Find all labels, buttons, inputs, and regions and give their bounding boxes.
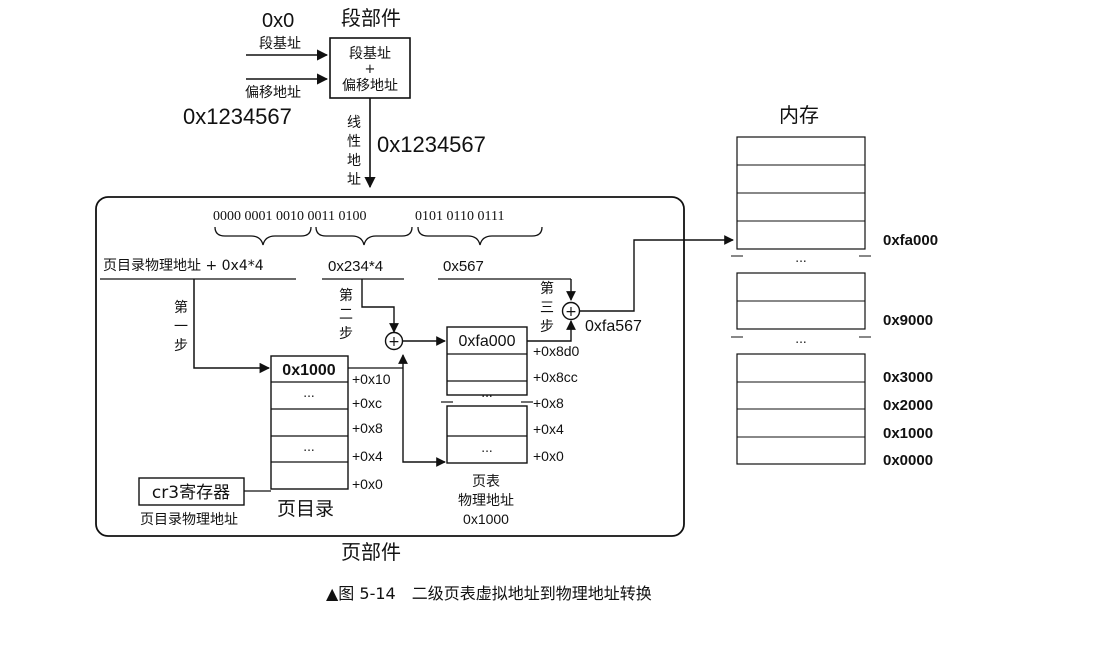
step3-char-1: 第 <box>540 280 554 297</box>
step1-char-3: 步 <box>174 338 188 354</box>
pde-calc-label: 页目录物理地址 + 0x4*4 <box>103 258 264 274</box>
memory-label-0x9000: 0x9000 <box>883 312 933 329</box>
step3-adder-icon <box>561 301 581 321</box>
pd-offset-0x8: +0x8 <box>352 420 383 436</box>
page-unit-frame <box>95 196 685 537</box>
segment-unit-title: 段部件 <box>341 6 401 30</box>
pd-offset-0x4: +0x4 <box>352 448 383 464</box>
pt-offset-0x4: +0x4 <box>533 421 564 437</box>
memory-label-0x0000: 0x0000 <box>883 452 933 469</box>
page-directory-title: 页目录 <box>277 498 334 520</box>
segment-box-line3: 偏移地址 <box>342 78 398 94</box>
cr3-register-label: cr3寄存器 <box>152 483 230 503</box>
step2-char-1: 第 <box>339 287 353 304</box>
pt-offset-0x8cc: +0x8cc <box>533 369 578 385</box>
segment-offset-value: 0x1234567 <box>183 104 292 129</box>
pt-offset-0x0: +0x0 <box>533 448 564 464</box>
linear-label-char-3: 地 <box>347 153 361 169</box>
pd-offset-0x0: +0x0 <box>352 476 383 492</box>
page-unit-title: 页部件 <box>341 540 401 564</box>
memory-label-0x1000: 0x1000 <box>883 425 933 442</box>
brace-page-offset <box>417 226 543 246</box>
memory-ellipsis-1: ... <box>795 251 806 265</box>
page-table-entry: 0xfa000 <box>459 333 516 350</box>
step2-plus-symbol: + <box>388 334 400 350</box>
page-table-bottom-block <box>446 405 528 464</box>
page-table-caption-1: 页表 <box>472 474 500 490</box>
segment-base-label: 段基址 <box>259 35 301 52</box>
page-directory-row-2: ... <box>303 386 314 400</box>
step1-arrow <box>193 279 271 374</box>
pd-offset-0x10: +0x10 <box>352 371 391 387</box>
page-table-top-block <box>446 326 528 396</box>
memory-block-bottom <box>736 353 866 465</box>
segment-box-line1: 段基址 <box>349 45 391 62</box>
memory-label-0x3000: 0x3000 <box>883 369 933 386</box>
page-table-row-3: ... <box>481 386 492 400</box>
step2-char-3: 步 <box>339 326 353 342</box>
page-table-row-5: ... <box>481 441 492 455</box>
linear-label-char-1: 线 <box>347 115 361 131</box>
physical-address-result: 0xfa567 <box>585 318 642 335</box>
cr3-register-box <box>138 477 245 506</box>
step1-char-1: 第 <box>174 299 188 316</box>
segment-offset-label: 偏移地址 <box>245 85 301 101</box>
step2-adder-icon <box>384 331 404 351</box>
memory-ellipsis-2: ... <box>795 332 806 346</box>
step2-char-2: 二 <box>339 307 353 323</box>
segment-base-value: 0x0 <box>262 10 294 32</box>
brace-table-index <box>315 226 413 246</box>
memory-label-0xfa000: 0xfa000 <box>883 232 938 249</box>
linear-bits-high: 0000 0001 0010 0011 0100 <box>213 209 366 224</box>
memory-block-middle <box>736 272 866 330</box>
step3-char-2: 三 <box>540 300 554 316</box>
linear-label-char-4: 址 <box>347 172 361 188</box>
memory-block-top <box>736 136 866 250</box>
segment-box-line2: + <box>365 62 376 77</box>
offset-calc-label: 0x567 <box>443 258 484 275</box>
cr3-caption: 页目录物理地址 <box>140 512 238 528</box>
page-directory-entry: 0x1000 <box>282 362 335 379</box>
linear-bits-low: 0101 0110 0111 <box>415 209 504 224</box>
page-directory-table <box>270 355 349 490</box>
step1-char-2: 一 <box>174 319 188 335</box>
pt-offset-0x8d0: +0x8d0 <box>533 343 580 359</box>
pt-offset-0x8: +0x8 <box>533 395 564 411</box>
memory-title: 内存 <box>779 103 819 127</box>
step3-plus-symbol: + <box>565 304 577 320</box>
page-table-caption-3: 0x1000 <box>463 511 509 527</box>
result-to-memory-arrow <box>580 235 734 312</box>
brace-directory-index <box>214 226 312 246</box>
pd-offset-0xc: +0xc <box>352 395 382 411</box>
pde-to-page-table-arrow <box>402 367 446 467</box>
linear-label-char-2: 性 <box>347 134 361 150</box>
linear-address-value: 0x1234567 <box>377 132 486 157</box>
step3-char-3: 步 <box>540 319 554 335</box>
figure-caption: ▲图 5-14 二级页表虚拟地址到物理地址转换 <box>326 584 652 603</box>
pte-to-adder-arrow <box>527 320 576 342</box>
pte-calc-label: 0x234*4 <box>328 258 383 275</box>
page-table-caption-2: 物理地址 <box>458 493 514 509</box>
step2-arrow <box>361 279 399 333</box>
memory-label-0x2000: 0x2000 <box>883 397 933 414</box>
page-directory-row-4: ... <box>303 440 314 454</box>
